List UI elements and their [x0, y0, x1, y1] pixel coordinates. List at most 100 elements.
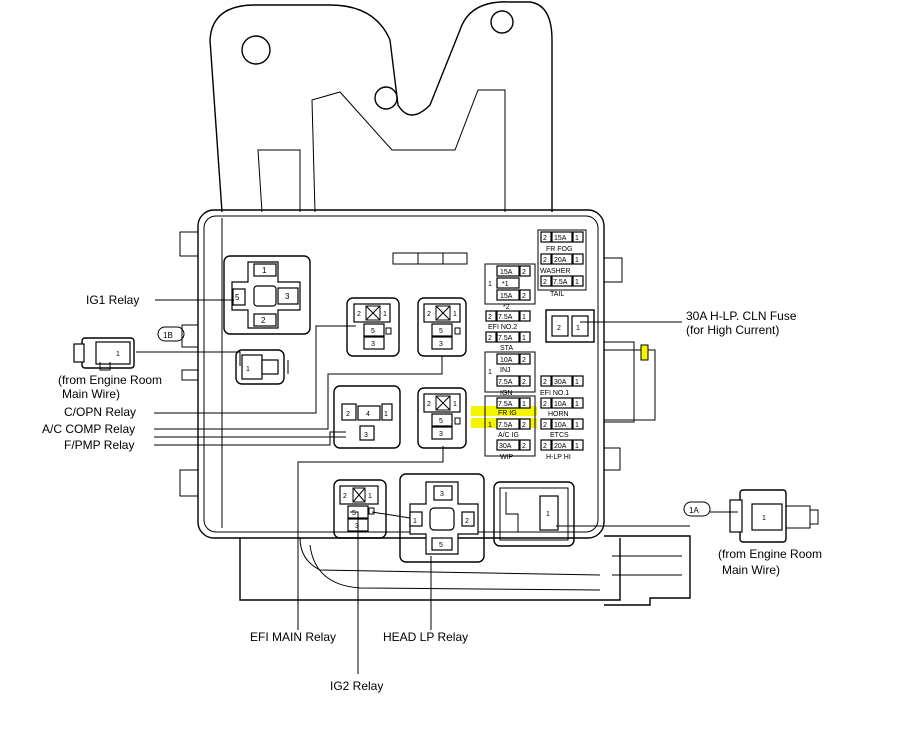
tag-1a: 1A: [683, 501, 711, 517]
fuse-ac-ig-pin-r: 2: [522, 422, 526, 429]
fuse-block-right-lower: 2 30A 1 EFI NO.1 2 10A 1 HORN 2 10A 1 ET…: [540, 375, 584, 461]
fuse-spare-amp-top: 15A: [500, 269, 513, 276]
fuse-tail-name: TAIL: [550, 291, 564, 298]
label-hlp-cln-fuse-1: 30A H-LP. CLN Fuse: [686, 309, 797, 323]
relay-efi-main-t1: 1: [368, 493, 372, 500]
relay-mid-a-t4: 4: [366, 411, 370, 418]
fuse-horn-name: HORN: [548, 411, 569, 418]
fuse-efi-no2-pin-r: 1: [522, 314, 526, 321]
fuse-fr-fog-pin-l: 2: [543, 235, 547, 242]
fuse-fr-ig-amp: 7.5A: [498, 401, 513, 408]
fuse-etcs-pin-r: 1: [575, 422, 579, 429]
relay-small-b: 2 1 5 3: [417, 297, 467, 357]
fuse-efi-no2-pin-l: 2: [488, 314, 492, 321]
fuse-horn-pin-r: 1: [575, 401, 579, 408]
fuse-sta-amp: 7.5A: [498, 335, 513, 342]
relay-head-lp-t2: 2: [465, 518, 469, 525]
fuse-efi-no1-amp: 30A: [554, 379, 567, 386]
fuse-hlp-cln-t2: 2: [557, 325, 561, 332]
fuse-tail-pin-l: 2: [543, 279, 547, 286]
fuse-fr-fog-name: FR FOG: [546, 246, 572, 253]
fuse-washer-pin-r: 1: [575, 257, 579, 264]
relay-mid-a: 2 4 1 3: [333, 385, 401, 449]
fuse-hlp-hi-pin-l: 2: [543, 443, 547, 450]
ig1-terminal-5: 5: [235, 293, 240, 302]
external-plug-right: 1: [729, 489, 819, 543]
label-ac-comp-relay: A/C COMP Relay: [42, 422, 135, 436]
fuse-spare-mid: *1: [502, 281, 509, 288]
fuse-spare-pin-r-bottom: 2: [522, 293, 526, 300]
fuse-block-left: 1 15A 2 *1 15A 2 *2 2 7.5A 1 EFI NO.2 2 …: [471, 263, 537, 461]
label-ig1-relay: IG1 Relay: [86, 293, 139, 307]
fuse-wip-amp: 30A: [499, 443, 512, 450]
fuse-sta-pin-r: 1: [522, 335, 526, 342]
fuse-spare-note: *2: [503, 304, 510, 311]
fuse-efi-no1-pin-l: 2: [543, 379, 547, 386]
relay-small-a: 2 1 5 3: [346, 297, 400, 357]
relay-small-b-t3: 3: [439, 341, 443, 348]
fuse-wip-name: WIP: [500, 454, 514, 461]
fuse-hlp-cln: 2 1: [545, 309, 595, 343]
housing-outline: [179, 1, 691, 606]
label-copn-relay: C/OPN Relay: [64, 405, 136, 419]
relay-small-c: 2 1 5 3: [417, 387, 467, 449]
ig1-relay: 1 5 3 2: [223, 255, 311, 335]
relay-small-c-t1: 1: [453, 401, 457, 408]
fuse-efi-no1-pin-r: 1: [575, 379, 579, 386]
label-head-lp-relay: HEAD LP Relay: [383, 630, 468, 644]
fuse-horn-pin-l: 2: [543, 401, 547, 408]
relay-small-c-t3: 3: [439, 431, 443, 438]
fuse-inj-pin-l: 1: [488, 369, 492, 376]
fuse-hlp-hi-name: H-LP HI: [546, 454, 571, 461]
fuse-horn-amp: 10A: [554, 401, 567, 408]
relay-head-lp-t5: 5: [439, 542, 443, 549]
fuse-inj-amp: 10A: [500, 357, 513, 364]
fuse-inj-name: INJ: [500, 367, 511, 374]
relay-small-b-t1: 1: [453, 311, 457, 318]
ig1-terminal-1: 1: [262, 266, 267, 275]
fuse-spare-pin-l: 1: [488, 281, 492, 288]
top-slot: [392, 252, 468, 265]
relay-small-a-t2: 2: [357, 311, 361, 318]
connector-1a-slot-pin: 1: [546, 511, 550, 518]
relay-mid-a-t2: 2: [346, 411, 350, 418]
relay-small-a-t5: 5: [371, 328, 375, 335]
fuse-block-top-right: 2 15A 1 FR FOG 2 20A 1 WASHER 2 7.5A 1 T…: [537, 229, 587, 298]
relay-efi-main-t3: 3: [355, 523, 359, 530]
label-efi-main-relay: EFI MAIN Relay: [250, 630, 336, 644]
relay-mid-a-t3: 3: [364, 432, 368, 439]
connector-1a-slot: 1: [493, 481, 575, 547]
label-fpmp-relay: F/PMP Relay: [64, 438, 134, 452]
fuse-washer-name: WASHER: [540, 268, 570, 275]
ig1-terminal-2: 2: [261, 316, 266, 325]
fuse-ign-amp: 7.5A: [498, 379, 513, 386]
fuse-washer-pin-l: 2: [543, 257, 547, 264]
fuse-etcs-pin-l: 2: [543, 422, 547, 429]
fuse-fr-ig-pin-r: 1: [522, 401, 526, 408]
relay-head-lp-t3: 3: [440, 491, 444, 498]
label-from-engine-right-2: Main Wire): [722, 563, 780, 577]
relay-small-c-t5: 5: [439, 418, 443, 425]
label-from-engine-right-1: (from Engine Room: [718, 547, 822, 561]
fuse-hlp-cln-t1: 1: [576, 325, 580, 332]
fuse-sta-name: STA: [500, 345, 513, 352]
relay-efi-main-t2: 2: [343, 493, 347, 500]
fuse-efi-no2-amp: 7.5A: [498, 314, 513, 321]
tag-1b: 1B: [157, 326, 185, 342]
relay-efi-main: 2 1 5 3: [333, 479, 387, 539]
fuse-ac-ig-pin-l: 1: [488, 422, 492, 429]
fuse-wip-pin-r: 2: [522, 443, 526, 450]
label-from-engine-left-1: (from Engine Room: [58, 373, 162, 387]
leader-lines: [136, 299, 738, 674]
fuse-tail-amp: 7.5A: [553, 279, 568, 286]
fuse-ign-name: IGN: [500, 390, 512, 397]
relay-head-lp-t1: 1: [413, 518, 417, 525]
fuse-inj-pin-r: 2: [522, 357, 526, 364]
connector-1b-pin: 1: [246, 366, 250, 373]
fuse-spare-amp-bottom: 15A: [500, 293, 513, 300]
fuse-fr-ig-name: FR IG: [498, 410, 517, 417]
external-plug-left: 1: [73, 337, 135, 371]
fuse-ign-pin-r: 2: [522, 379, 526, 386]
